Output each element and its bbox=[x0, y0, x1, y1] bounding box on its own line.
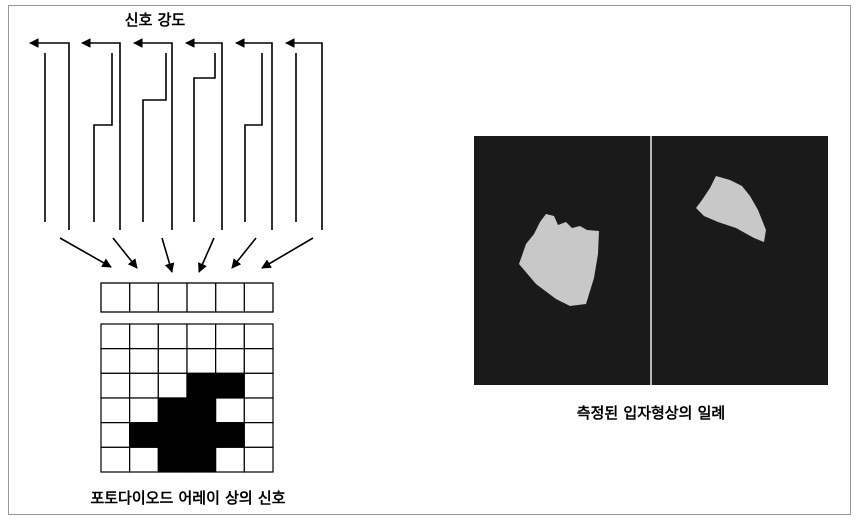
photodiode-array-grid bbox=[100, 323, 274, 473]
grid-cell bbox=[215, 397, 245, 424]
particle-shape-caption: 측정된 입자형상의 일례 bbox=[577, 404, 725, 422]
grid-cell bbox=[243, 446, 274, 473]
grid-cell bbox=[100, 372, 131, 399]
photodiode-strip bbox=[100, 282, 274, 313]
grid-cell bbox=[129, 422, 159, 448]
grid-cell bbox=[157, 397, 188, 424]
signal-traces bbox=[29, 38, 323, 230]
grid-cell bbox=[157, 422, 188, 448]
grid-cell bbox=[186, 397, 217, 424]
signal-trace-2-return bbox=[81, 38, 121, 230]
converging-arrows bbox=[59, 237, 314, 273]
signal-trace-5 bbox=[244, 53, 263, 222]
grid-cell bbox=[100, 446, 131, 473]
grid-cell bbox=[129, 348, 159, 374]
signal-trace-5-return bbox=[235, 38, 273, 230]
particle-2 bbox=[696, 176, 766, 242]
signal-trace-4 bbox=[193, 53, 216, 222]
grid-cell bbox=[157, 323, 188, 350]
grid-cell bbox=[129, 323, 159, 350]
grid-cell bbox=[243, 372, 274, 399]
grid-cell bbox=[100, 348, 131, 374]
grid-cell bbox=[100, 397, 131, 424]
grid-cell bbox=[186, 348, 217, 374]
grid-cell bbox=[100, 422, 131, 448]
grid-cell bbox=[157, 446, 188, 473]
photodiode-array-caption: 포토다이오드 어레이 상의 신호 bbox=[90, 489, 285, 507]
grid-cell bbox=[215, 446, 245, 473]
grid-cell bbox=[243, 397, 274, 424]
grid-cell bbox=[157, 372, 188, 399]
grid-cell bbox=[186, 323, 217, 350]
grid-cell bbox=[157, 348, 188, 374]
signal-trace-4-return bbox=[185, 38, 223, 230]
grid-cell bbox=[129, 372, 159, 399]
grid-cell bbox=[243, 422, 274, 448]
grid-cell bbox=[243, 348, 274, 374]
grid-cell bbox=[129, 446, 159, 473]
particle-photo bbox=[474, 136, 828, 385]
signal-trace-3-return bbox=[133, 38, 173, 230]
grid-cell bbox=[186, 422, 217, 448]
grid-cell bbox=[243, 323, 274, 350]
grid-cell bbox=[215, 422, 245, 448]
grid-cell bbox=[186, 372, 217, 399]
grid-cell bbox=[215, 348, 245, 374]
grid-cell bbox=[186, 446, 217, 473]
particle-1 bbox=[519, 214, 599, 306]
signal-intensity-title: 신호 강도 bbox=[125, 11, 186, 29]
signal-trace-6-return bbox=[285, 38, 323, 230]
grid-cell bbox=[215, 323, 245, 350]
signal-trace-3 bbox=[142, 53, 167, 222]
signal-trace-1-return bbox=[29, 38, 70, 230]
particle-photo-svg bbox=[474, 136, 828, 385]
grid-cell bbox=[129, 397, 159, 424]
grid-cell bbox=[100, 323, 131, 350]
grid-cell bbox=[215, 372, 245, 399]
signal-trace-2 bbox=[93, 53, 113, 222]
